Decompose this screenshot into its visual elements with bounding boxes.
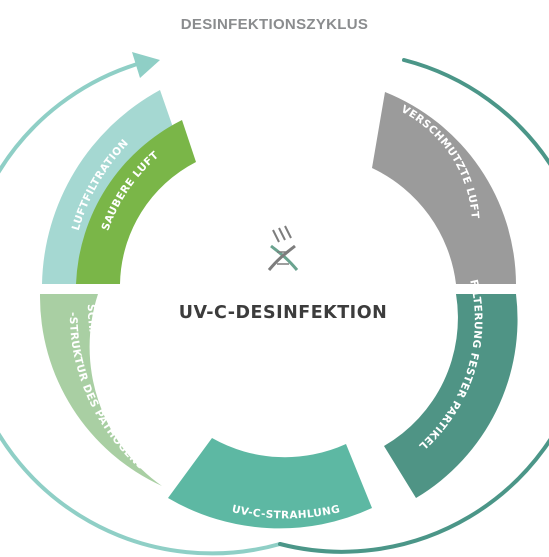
- outer-arrow-head-left: [132, 52, 160, 78]
- outer-cycle-arrow-right: [278, 58, 549, 554]
- segment-uvc-strahlung: [168, 438, 372, 529]
- diagram-title: DESINFEKTIONSZYKLUS: [180, 16, 369, 33]
- center-title: UV-C-DESINFEKTION: [179, 303, 387, 323]
- dna-uv-icon: [267, 225, 299, 271]
- segment-saubere-luft: [76, 120, 196, 284]
- segment-schaedigung: [39, 294, 162, 486]
- segment-verschmutzte-luft: [372, 92, 516, 284]
- segment-filterung: [384, 294, 518, 498]
- outer-cycle-arrow-left: [0, 60, 282, 556]
